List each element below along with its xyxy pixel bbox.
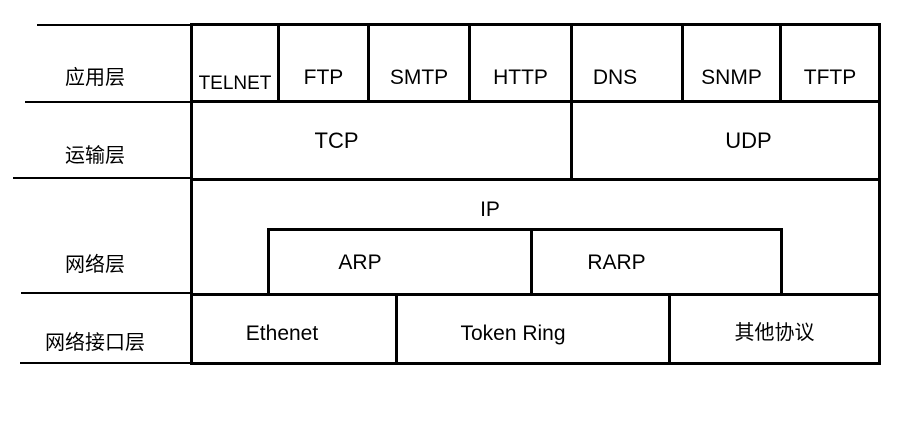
other-protocols-box: 其他协议 [668, 293, 881, 365]
protocol-label: RARP [587, 250, 646, 274]
protocol-label: UDP [725, 127, 772, 153]
protocol-label: 其他协议 [734, 322, 815, 344]
protocol-label: DNS [592, 66, 638, 89]
protocol-box-dns: DNS [570, 23, 684, 103]
divider-line [13, 177, 190, 179]
protocol-label: HTTP [493, 66, 548, 89]
ip-label: IP [480, 198, 500, 221]
protocol-label: Ethenet [245, 321, 319, 345]
protocol-label: Token Ring [460, 321, 566, 345]
protocol-box-telnet: TELNET [190, 23, 280, 103]
protocol-box-snmp: SNMP [681, 23, 782, 103]
layer-label-application: 应用层 [65, 67, 125, 89]
divider-line [21, 292, 190, 294]
protocol-label: FTP [303, 66, 344, 89]
rarp-box: RARP [530, 228, 783, 296]
protocol-label: SMTP [389, 66, 449, 89]
divider-line [20, 362, 190, 364]
ethernet-box: Ethenet [190, 293, 398, 365]
tcp-box: TCP [190, 100, 573, 181]
divider-line [25, 101, 190, 103]
protocol-label: TCP [314, 127, 359, 153]
token-ring-box: Token Ring [395, 293, 671, 365]
protocol-box-ftp: FTP [277, 23, 370, 103]
layer-label-transport: 运输层 [65, 145, 125, 167]
layer-label-network-interface: 网络接口层 [45, 332, 145, 354]
protocol-label: ARP [338, 250, 382, 274]
protocol-label: TELNET [198, 73, 272, 94]
protocol-label: SNMP [701, 66, 762, 89]
protocol-box-http: HTTP [468, 23, 573, 103]
protocol-box-smtp: SMTP [367, 23, 471, 103]
protocol-label: TFTP [803, 66, 857, 89]
arp-box: ARP [267, 228, 533, 296]
protocol-box-tftp: TFTP [779, 23, 881, 103]
udp-box: UDP [570, 100, 881, 181]
divider-line [37, 24, 190, 26]
layer-label-network: 网络层 [65, 254, 125, 276]
